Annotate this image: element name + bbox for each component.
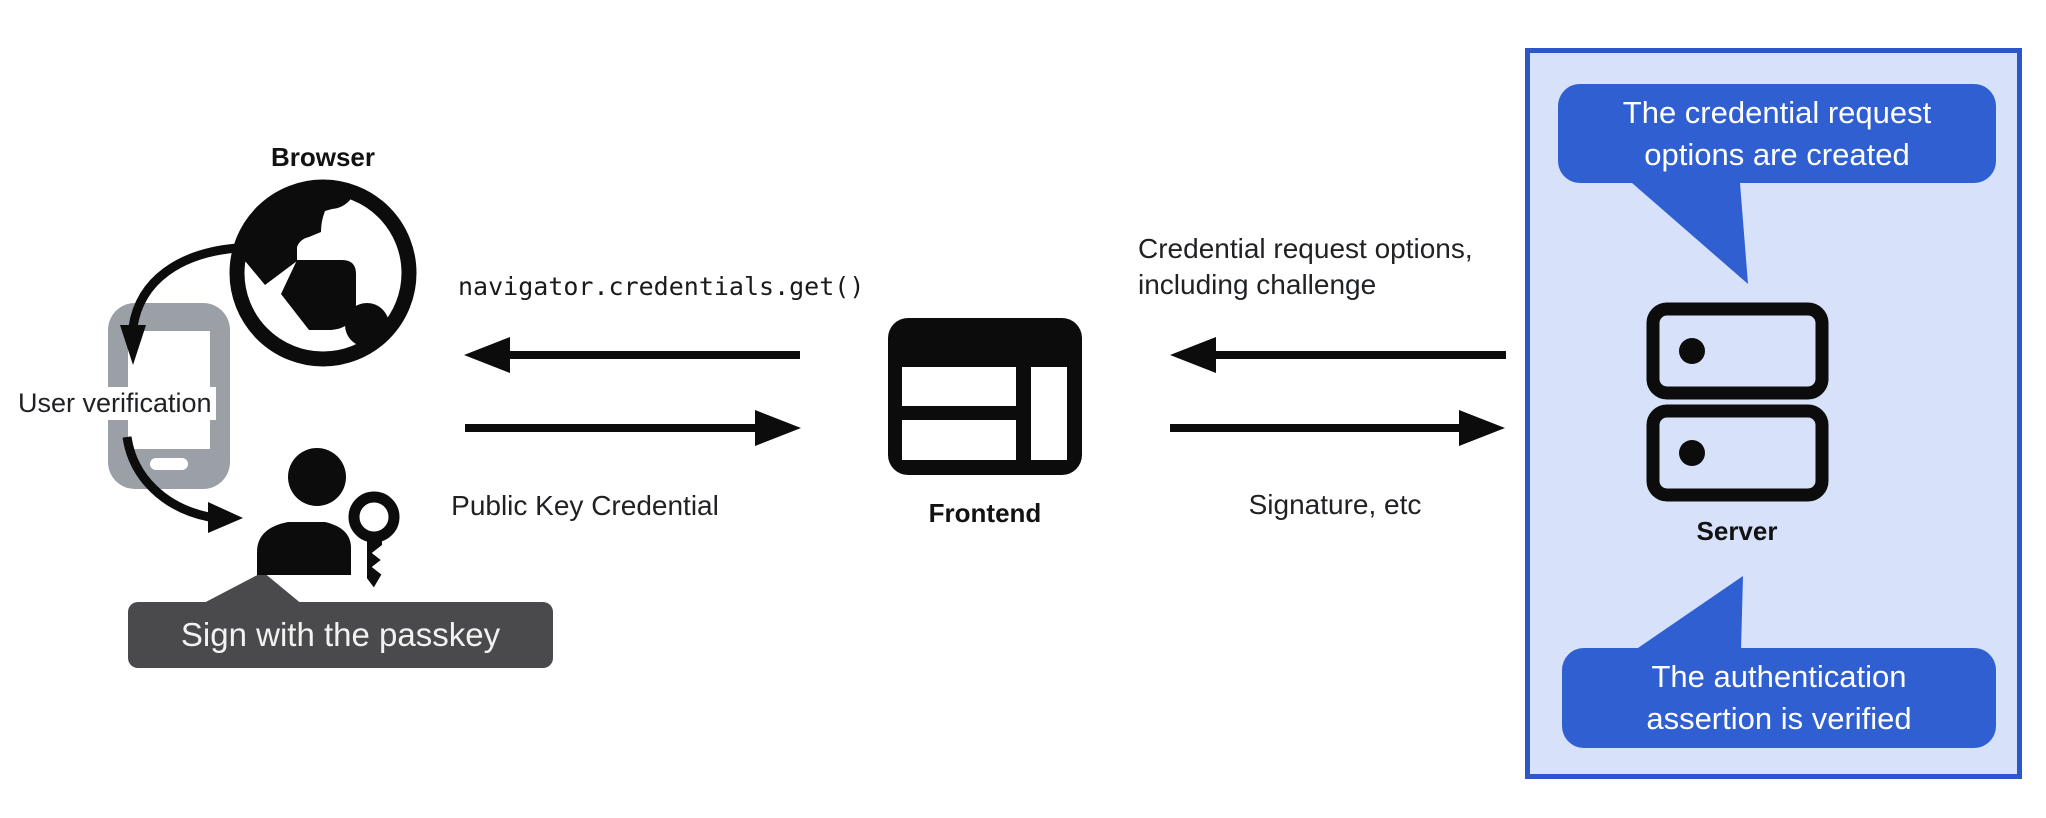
- browser-window-icon: [888, 318, 1082, 475]
- public-key-credential-label: Public Key Credential: [451, 490, 719, 521]
- credential-request-options-label: Credential request options, including ch…: [1138, 231, 1473, 303]
- globe-icon: [229, 179, 417, 367]
- arrow-frontend-to-server: [1170, 410, 1505, 446]
- signature-label: Signature, etc: [1248, 489, 1422, 520]
- arrow-browser-to-phone-head: [120, 325, 146, 365]
- server-label: Server: [1696, 516, 1778, 546]
- speech-bubble-top-line1: The credential request: [1622, 94, 1932, 130]
- speech-bubble-top: The credential request options are creat…: [1558, 84, 1996, 183]
- speech-bubble-top-line2: options are created: [1644, 136, 1910, 172]
- speech-bubble-bottom-tail: [1635, 576, 1743, 650]
- speech-bubble-bottom-line2: assertion is verified: [1646, 701, 1912, 736]
- credentials-get-code-label: navigator.credentials.get(): [458, 272, 865, 301]
- person-icon: [257, 448, 351, 575]
- speech-bubble-bottom-line1: The authentication: [1651, 659, 1907, 694]
- speech-bubble-bottom: The authentication assertion is verified: [1562, 648, 1996, 748]
- arrow-phone-to-user-head: [208, 502, 243, 533]
- user-verification-label: User verification: [14, 387, 216, 420]
- arrow-phone-to-user: [122, 436, 210, 522]
- passkey-tooltip-text: Sign with the passkey: [180, 616, 501, 653]
- tooltip-pointer: [200, 572, 303, 605]
- key-icon: [344, 488, 404, 595]
- frontend-label: Frontend: [928, 498, 1042, 528]
- credential-request-options-line2: including challenge: [1138, 269, 1377, 300]
- arrow-frontend-to-browser: [464, 337, 800, 373]
- speech-bubble-top-tail: [1632, 183, 1748, 284]
- arrow-server-to-frontend: [1170, 337, 1506, 373]
- credential-request-options-line1: Credential request options,: [1138, 233, 1473, 264]
- arrow-browser-to-frontend: [465, 410, 801, 446]
- arrow-browser-to-phone: [128, 243, 238, 328]
- user-verification-flow-arrows: [120, 243, 243, 533]
- server-stack-icon: [1646, 302, 1829, 502]
- browser-label: Browser: [270, 142, 376, 172]
- passkey-tooltip: Sign with the passkey: [128, 602, 553, 668]
